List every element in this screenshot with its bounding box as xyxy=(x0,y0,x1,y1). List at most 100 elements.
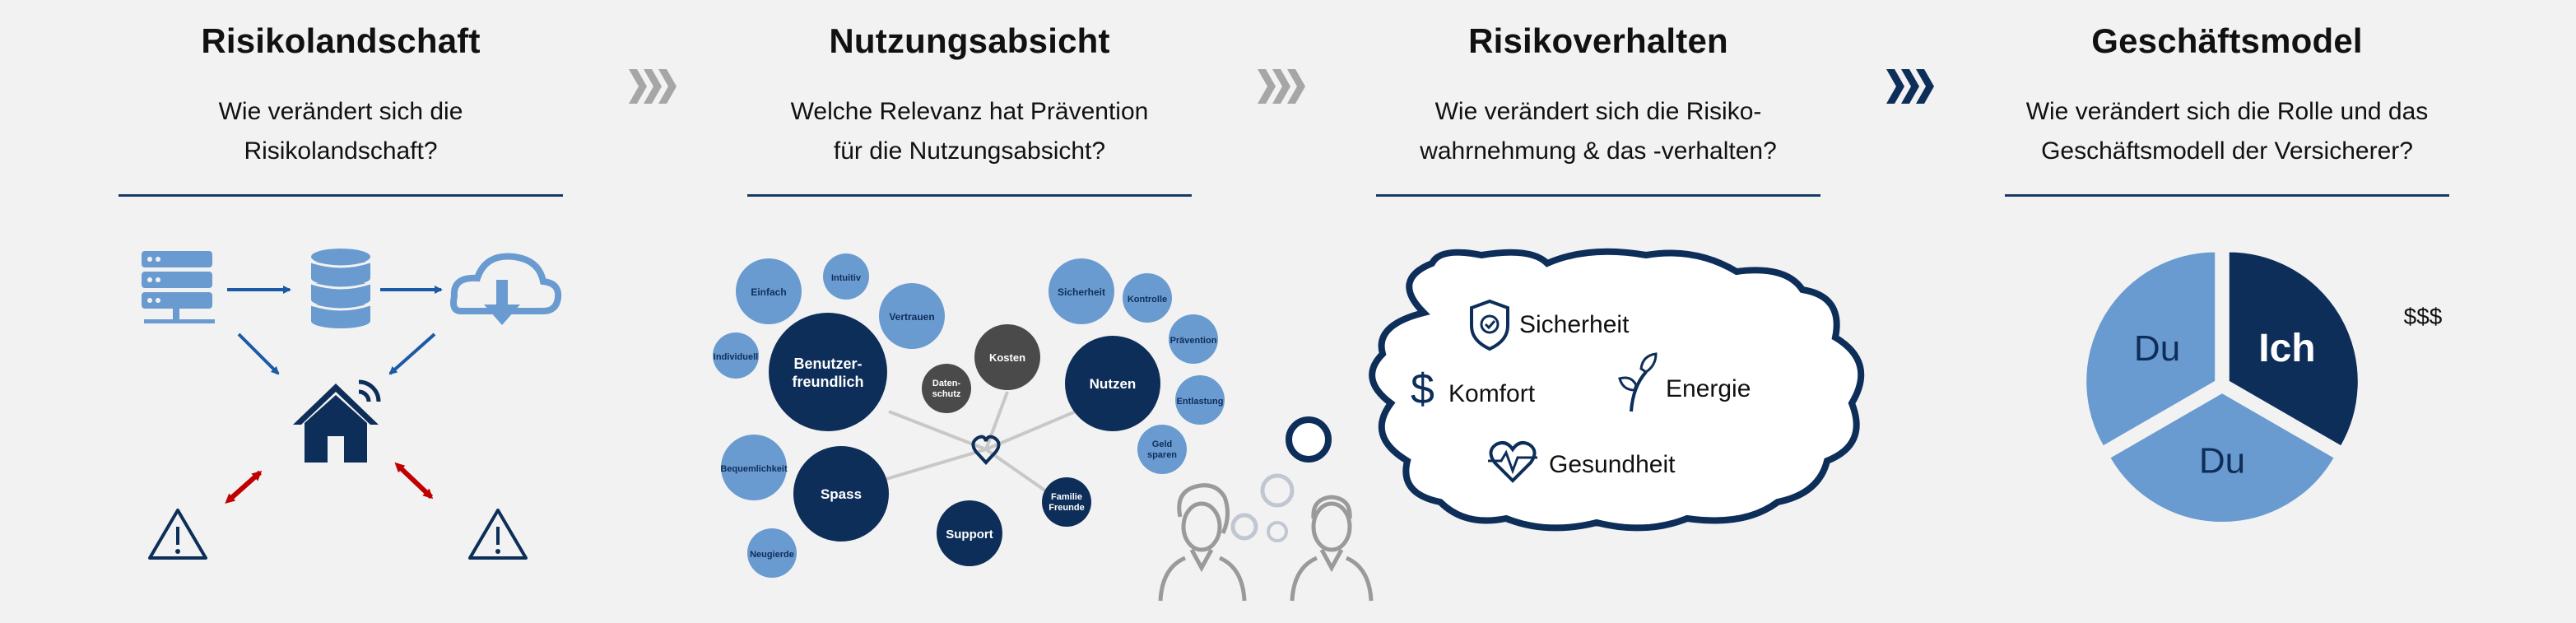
section-nutzungsabsicht: Nutzungsabsicht Welche Relevanz hat Präv… xyxy=(681,0,1258,623)
bubble-geld-sparen: Geld sparen xyxy=(1137,425,1187,474)
risk-arrow xyxy=(394,462,434,500)
bubble-kontrolle: Kontrolle xyxy=(1123,273,1172,323)
svg-text:Intuitiv: Intuitiv xyxy=(831,273,862,283)
bubble-entlastung: Entlastung xyxy=(1175,375,1225,425)
thought-cloud xyxy=(1369,248,1865,532)
bubble-kosten: Kosten xyxy=(974,324,1040,390)
pie-slice xyxy=(2227,250,2360,448)
risk-arrow xyxy=(225,470,263,504)
section-risikoverhalten: Risikoverhalten Wie verändert sich die R… xyxy=(1310,0,1886,623)
svg-text:Support: Support xyxy=(946,528,993,542)
svg-text:Sicherheit: Sicherheit xyxy=(1058,286,1105,298)
pie-slice-label: Du xyxy=(2199,441,2245,481)
section-divider xyxy=(2005,194,2449,197)
thought-bubble-dot xyxy=(1260,473,1295,508)
section-question: Wie verändert sich die Rolle und das Ges… xyxy=(1939,92,2515,171)
warning-icon xyxy=(148,509,207,560)
section-question: Wie verändert sich die Risikolandschaft? xyxy=(53,92,629,171)
heart-pulse-icon xyxy=(1488,441,1537,483)
thought-bubble-dot xyxy=(1267,521,1288,542)
bubble-benutzerfreundlich: Benutzer- freundlich xyxy=(769,313,887,431)
bubble-neugierde: Neugierde xyxy=(747,528,797,578)
pie-slice xyxy=(2085,250,2217,448)
section-geschaeftsmodel: Geschäftsmodel Wie verändert sich die Ro… xyxy=(1939,0,2515,623)
section-divider xyxy=(1376,194,1820,197)
svg-text:Individuell: Individuell xyxy=(714,352,758,362)
bubble-praevention: Prävention xyxy=(1169,314,1218,364)
money-label: $$$ xyxy=(2404,304,2443,329)
thought-bubble-dot xyxy=(1286,416,1332,463)
svg-text:Einfach: Einfach xyxy=(751,286,786,298)
svg-text:Familie: Familie xyxy=(1051,492,1082,502)
bubble-support: Support xyxy=(937,500,1002,566)
man-icon xyxy=(1290,495,1374,602)
question-line: wahrnehmung & das -verhalten? xyxy=(1420,137,1777,165)
question-line: Wie verändert sich die Rolle und das xyxy=(2025,98,2429,125)
bubble-sicherheit: Sicherheit xyxy=(1049,258,1114,324)
svg-text:schutz: schutz xyxy=(932,389,961,399)
question-line: Wie verändert sich die Risiko- xyxy=(1434,98,1762,125)
section-title: Risikoverhalten xyxy=(1468,21,1728,60)
warning-icon xyxy=(468,509,528,560)
svg-text:Spass: Spass xyxy=(821,486,862,502)
flow-arrow xyxy=(237,332,280,375)
cloud-label-gesundheit: Gesundheit xyxy=(1549,451,1676,478)
svg-text:Freunde: Freunde xyxy=(1049,503,1084,513)
question-line: Risikolandschaft? xyxy=(244,137,438,165)
bubble-datenschutz: Daten- schutz xyxy=(922,364,971,413)
section-title: Geschäftsmodel xyxy=(2091,21,2363,60)
svg-text:Prävention: Prävention xyxy=(1170,336,1217,346)
svg-text:Neugierde: Neugierde xyxy=(750,550,794,560)
question-line: Geschäftsmodell der Versicherer? xyxy=(2041,137,2413,165)
bubble-einfach: Einfach xyxy=(736,258,802,324)
server-icon xyxy=(142,251,215,323)
smart-home-icon xyxy=(293,379,381,463)
svg-text:Bequemlichkeit: Bequemlichkeit xyxy=(720,464,788,474)
pie-slice-label: Ich xyxy=(2258,327,2315,370)
woman-icon xyxy=(1158,483,1247,602)
section-divider xyxy=(119,194,563,197)
question-line: Wie verändert sich die xyxy=(218,98,463,125)
pie-slice xyxy=(2108,391,2337,523)
chevron-arrow-icon xyxy=(629,69,677,104)
section-question: Wie verändert sich die Risiko- wahrnehmu… xyxy=(1310,92,1886,171)
svg-text:Geld: Geld xyxy=(1152,439,1172,449)
svg-text:Nutzen: Nutzen xyxy=(1090,376,1137,392)
pie-slice-label: Du xyxy=(2134,328,2180,369)
section-title: Risikolandschaft xyxy=(201,21,481,60)
flow-arrow xyxy=(388,332,436,375)
section-question: Welche Relevanz hat Prävention für die N… xyxy=(681,92,1258,171)
chevron-arrow-icon xyxy=(1886,69,1934,104)
section-title: Nutzungsabsicht xyxy=(829,21,1110,60)
svg-text:Daten-: Daten- xyxy=(932,379,961,388)
shield-check-icon xyxy=(1470,299,1509,351)
section-risikolandschaft: Risikolandschaft Wie verändert sich die … xyxy=(53,0,629,623)
dollar-icon: $ xyxy=(1411,365,1434,413)
bubble-nutzen: Nutzen xyxy=(1065,336,1160,431)
bubble-bequemlichkeit: Bequemlichkeit xyxy=(720,435,788,500)
svg-text:Benutzer-: Benutzer- xyxy=(793,356,862,372)
svg-text:Entlastung: Entlastung xyxy=(1177,397,1224,407)
bubble-intuitiv: Intuitiv xyxy=(823,253,869,300)
bubble-vertrauen: Vertrauen xyxy=(879,283,945,349)
heart-icon xyxy=(971,435,1001,465)
cloud-download-icon xyxy=(450,253,562,325)
cloud-label-energie: Energie xyxy=(1666,375,1751,402)
bubble-spass: Spass xyxy=(793,446,889,542)
svg-text:Vertrauen: Vertrauen xyxy=(889,311,934,323)
database-icon xyxy=(310,249,371,328)
svg-text:freundlich: freundlich xyxy=(792,374,863,390)
cloud-label-sicherheit: Sicherheit xyxy=(1519,311,1630,338)
question-line: Welche Relevanz hat Prävention xyxy=(790,98,1149,125)
svg-text:Kosten: Kosten xyxy=(989,351,1025,364)
cloud-label-komfort: Komfort xyxy=(1448,380,1536,407)
chevron-arrow-icon xyxy=(1258,69,1305,104)
bubble-individuell: Individuell xyxy=(713,332,759,379)
svg-text:sparen: sparen xyxy=(1147,450,1177,460)
thought-bubble-dot xyxy=(1230,513,1258,541)
